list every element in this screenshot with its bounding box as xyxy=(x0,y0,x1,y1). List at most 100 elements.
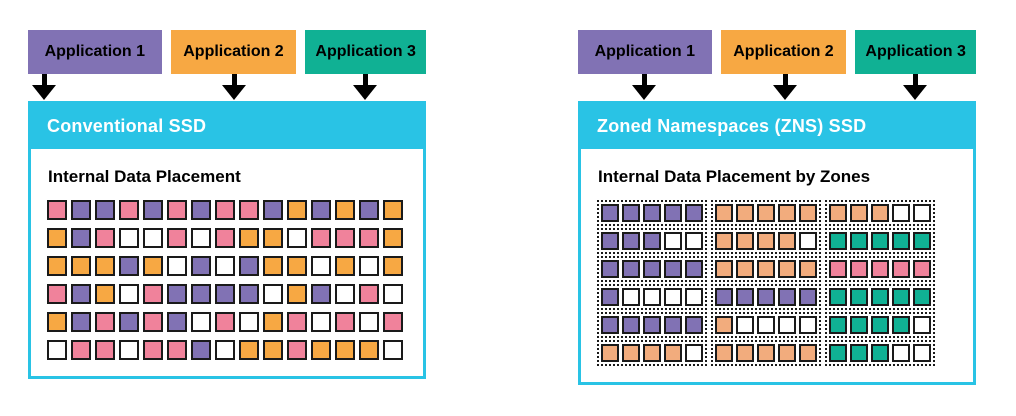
data-block-white xyxy=(335,284,355,304)
data-block-white xyxy=(215,340,235,360)
zone xyxy=(825,312,935,338)
data-block-pink xyxy=(359,284,379,304)
arrow-head xyxy=(903,85,927,100)
application-1-label: Application 1 xyxy=(44,43,146,60)
zone-row xyxy=(597,228,961,254)
conventional-grid xyxy=(47,200,411,360)
data-block-purple xyxy=(167,284,187,304)
zone xyxy=(825,284,935,310)
data-block-purple xyxy=(643,260,661,278)
data-block-orange xyxy=(239,228,259,248)
zone xyxy=(825,256,935,282)
data-block-white xyxy=(913,204,931,222)
data-block-white xyxy=(191,312,211,332)
conventional-ssd-box: Conventional SSD Internal Data Placement xyxy=(28,101,426,379)
data-block-white xyxy=(359,256,379,276)
data-block-orange xyxy=(263,256,283,276)
data-block-peach xyxy=(799,204,817,222)
data-block-white xyxy=(383,284,403,304)
data-block-peach xyxy=(736,204,754,222)
data-block-purple xyxy=(71,284,91,304)
data-block-peach xyxy=(757,344,775,362)
data-block-white xyxy=(119,284,139,304)
data-block-peach xyxy=(715,344,733,362)
data-block-pink xyxy=(829,260,847,278)
data-block-purple xyxy=(601,232,619,250)
data-block-teal xyxy=(850,344,868,362)
data-block-pink xyxy=(913,260,931,278)
data-block-white xyxy=(119,340,139,360)
data-block-white xyxy=(799,232,817,250)
zone xyxy=(597,284,707,310)
data-block-peach xyxy=(799,344,817,362)
data-block-purple xyxy=(215,284,235,304)
data-block-pink xyxy=(215,228,235,248)
zone xyxy=(711,256,821,282)
data-block-purple xyxy=(601,288,619,306)
data-block-pink xyxy=(335,312,355,332)
data-block-purple xyxy=(71,228,91,248)
zone xyxy=(597,228,707,254)
data-block-pink xyxy=(119,200,139,220)
arrow-stem xyxy=(41,74,47,85)
zone-row xyxy=(597,200,961,226)
arrow-stem xyxy=(641,74,647,85)
arrow-head xyxy=(632,85,656,100)
data-block-purple xyxy=(601,260,619,278)
data-block-pink xyxy=(383,312,403,332)
zone-row xyxy=(597,340,961,366)
data-block-white xyxy=(778,316,796,334)
data-block-purple xyxy=(622,316,640,334)
data-block-white xyxy=(47,340,67,360)
zone xyxy=(711,228,821,254)
data-block-purple xyxy=(119,256,139,276)
data-block-pink xyxy=(167,228,187,248)
data-block-purple xyxy=(664,260,682,278)
data-block-white xyxy=(311,256,331,276)
placement-title: Internal Data Placement by Zones xyxy=(598,167,871,186)
data-block-teal xyxy=(829,288,847,306)
data-block-purple xyxy=(643,232,661,250)
data-block-pink xyxy=(215,200,235,220)
data-block-orange xyxy=(47,256,67,276)
placement-title: Internal Data Placement xyxy=(48,167,241,186)
data-block-purple xyxy=(311,200,331,220)
data-block-peach xyxy=(871,204,889,222)
data-block-white xyxy=(685,288,703,306)
data-block-purple xyxy=(778,288,796,306)
zone xyxy=(597,340,707,366)
zns-ssd-body: Internal Data Placement by Zones xyxy=(581,149,973,382)
data-block-pink xyxy=(95,340,115,360)
application-3-label: Application 3 xyxy=(865,43,966,60)
data-block-peach xyxy=(778,344,796,362)
conventional-ssd-title: Conventional SSD xyxy=(47,116,207,136)
data-block-white xyxy=(664,288,682,306)
data-block-peach xyxy=(799,260,817,278)
data-block-white xyxy=(263,284,283,304)
down-arrow-icon xyxy=(773,74,797,100)
data-block-purple xyxy=(95,200,115,220)
data-block-orange xyxy=(359,340,379,360)
data-block-white xyxy=(383,340,403,360)
zone xyxy=(825,340,935,366)
data-block-peach xyxy=(850,204,868,222)
data-block-purple xyxy=(311,284,331,304)
data-block-orange xyxy=(287,284,307,304)
data-block-peach xyxy=(715,260,733,278)
data-block-pink xyxy=(359,228,379,248)
data-block-pink xyxy=(287,340,307,360)
applications-row: Application 1 Application 2 Application … xyxy=(578,30,976,74)
data-block-purple xyxy=(664,204,682,222)
data-block-purple xyxy=(263,200,283,220)
data-block-pink xyxy=(143,340,163,360)
data-block-purple xyxy=(643,204,661,222)
data-block-purple xyxy=(685,204,703,222)
data-block-purple xyxy=(71,312,91,332)
data-block-purple xyxy=(643,316,661,334)
data-block-purple xyxy=(601,204,619,222)
data-block-teal xyxy=(913,232,931,250)
data-block-peach xyxy=(643,344,661,362)
conventional-ssd-body: Internal Data Placement xyxy=(31,149,423,376)
data-block-peach xyxy=(622,344,640,362)
data-block-orange xyxy=(311,340,331,360)
